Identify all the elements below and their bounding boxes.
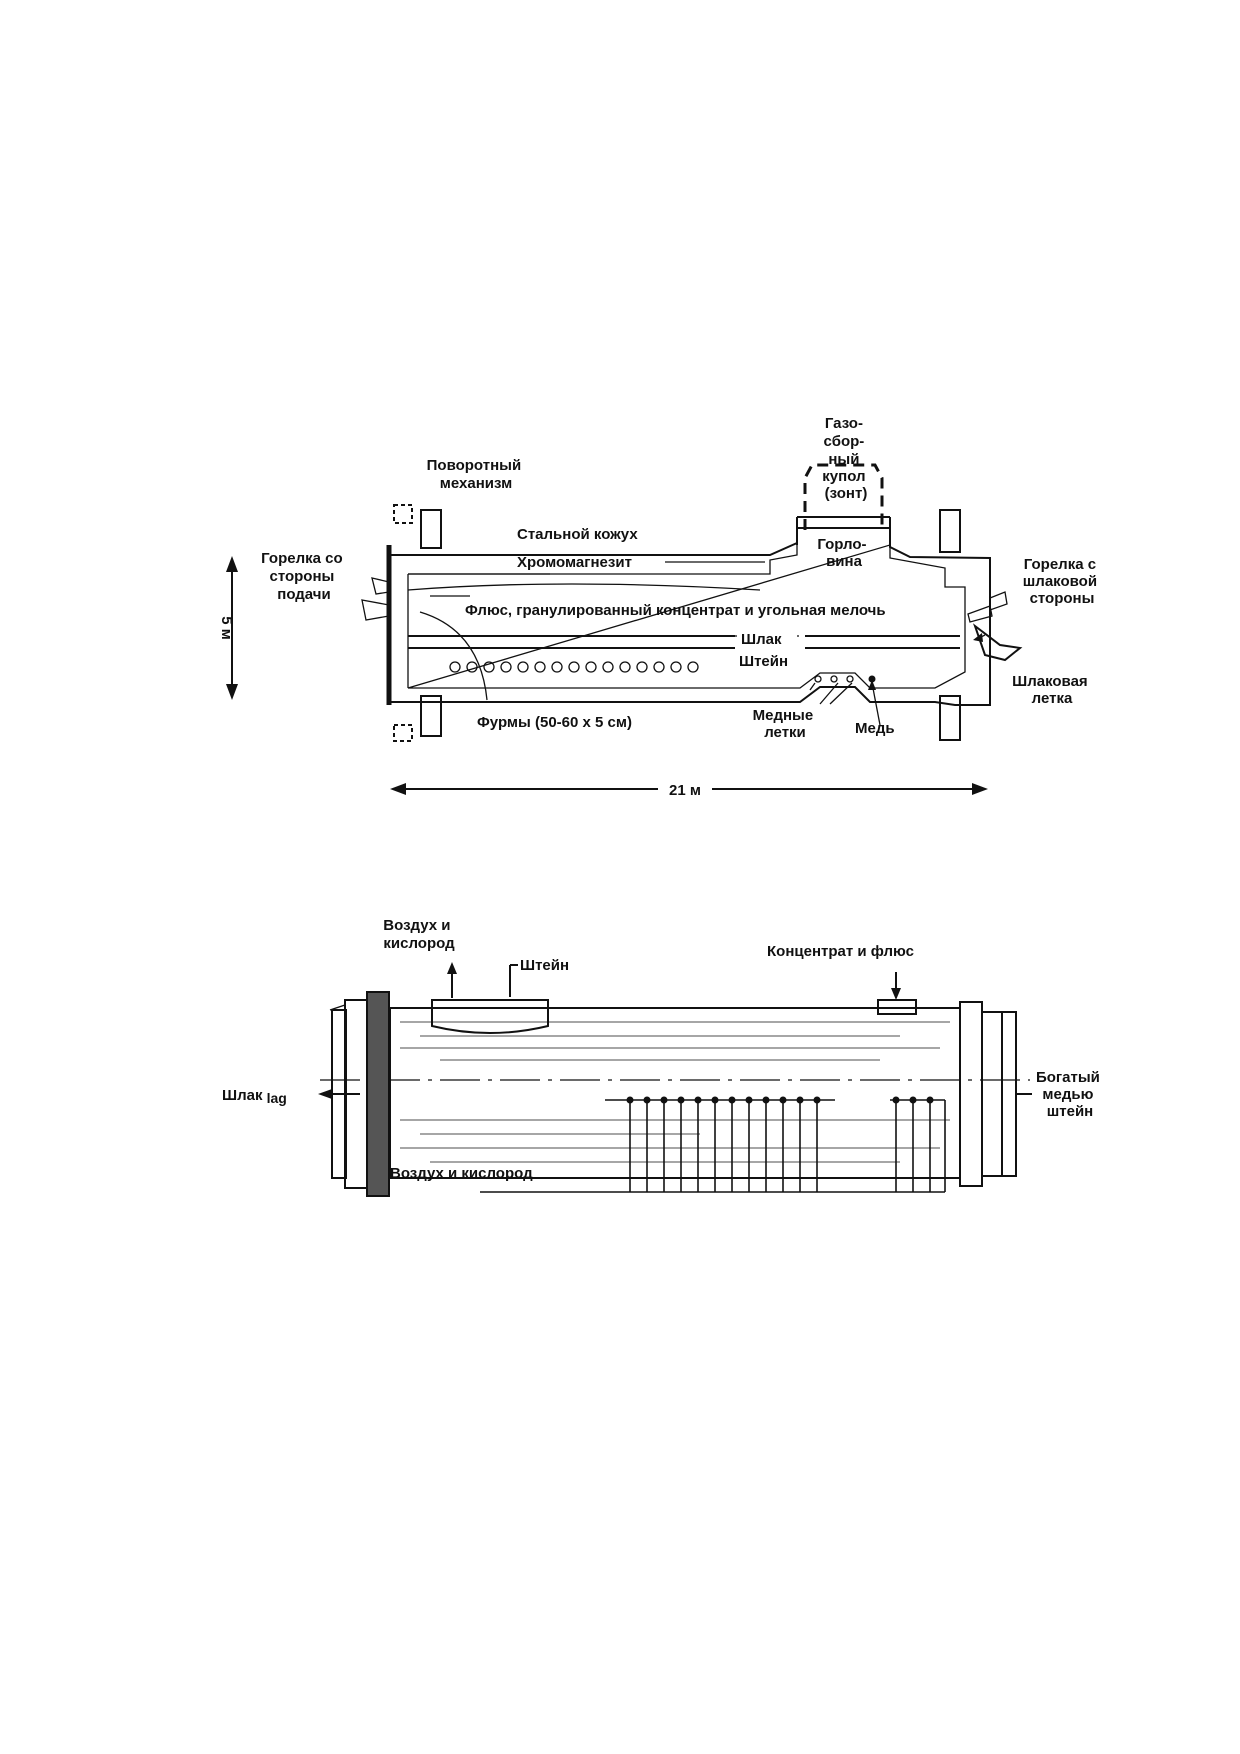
air-oxygen-top-label: Воздух и кислород bbox=[383, 917, 455, 952]
neck bbox=[796, 516, 891, 545]
tuyere-row bbox=[449, 661, 699, 673]
matte-top-label: Штейн bbox=[520, 957, 569, 974]
converter-side-view: Воздух и кислород Штейн Концентрат и флю… bbox=[222, 917, 1104, 1197]
tuyere-pipes bbox=[480, 1099, 946, 1193]
burner-feed-side-label: Горелка со стороны подачи bbox=[261, 550, 347, 603]
steel-shell-label: Стальной кожух bbox=[517, 526, 638, 543]
burner-slag-side-label: Горелка с шлаковой стороны bbox=[1023, 556, 1101, 607]
matte-mouth bbox=[431, 999, 549, 1034]
refractory-lining bbox=[407, 544, 966, 689]
right-end-flange bbox=[959, 1001, 1017, 1187]
slag-outlet-label-ru: Шлак bbox=[222, 1087, 263, 1104]
slag-taphole-spout bbox=[972, 623, 1023, 662]
feed-burner-icon bbox=[361, 577, 390, 621]
tuyere-nozzles bbox=[626, 1096, 934, 1104]
copper-label: Медь bbox=[855, 720, 895, 737]
length-dimension-label: 21 м bbox=[669, 782, 701, 799]
slag-outlet-label-en: lag bbox=[267, 1090, 287, 1106]
copper-tapholes bbox=[814, 675, 876, 683]
concentrate-flux-label: Концентрат и флюс bbox=[767, 943, 914, 960]
charge-label: Флюс, гранулированный концентрат и уголь… bbox=[465, 602, 886, 619]
feed-chute bbox=[877, 999, 917, 1015]
rotary-mechanism-label: Поворотный механизм bbox=[427, 457, 526, 492]
height-dimension-arrow: 5 м bbox=[218, 556, 238, 700]
copper-tapholes-label: Медные летки bbox=[753, 707, 818, 741]
slag-side-burner-icon bbox=[967, 591, 1008, 623]
length-dimension-arrow: 21 м bbox=[390, 782, 988, 799]
reactor-cross-section: 5 м 21 м bbox=[218, 415, 1101, 799]
matte-label: Штейн bbox=[739, 653, 788, 670]
slag-taphole-label: Шлаковая летка bbox=[1012, 673, 1092, 707]
body-hatching bbox=[400, 1021, 950, 1163]
gas-hood-label: Газо- сбор- ный купол (зонт) bbox=[822, 415, 869, 502]
chrome-magnesite-label: Хромомагнезит bbox=[517, 554, 632, 571]
slag-label: Шлак bbox=[741, 631, 782, 648]
gas-collecting-hood bbox=[803, 463, 884, 530]
tuyeres-label: Фурмы (50-60 х 5 см) bbox=[477, 714, 632, 731]
air-oxygen-bottom-label: Воздух и кислород bbox=[390, 1165, 533, 1182]
charge-surface-curve bbox=[407, 583, 761, 591]
neck-label: Горло- вина bbox=[817, 536, 870, 570]
height-dimension-label: 5 м bbox=[218, 616, 235, 640]
slag-outlet-label: Шлак lag bbox=[222, 1087, 287, 1106]
rotary-mechanism-icon bbox=[393, 504, 961, 742]
rich-matte-label: Богатый медью штейн bbox=[1036, 1069, 1104, 1120]
